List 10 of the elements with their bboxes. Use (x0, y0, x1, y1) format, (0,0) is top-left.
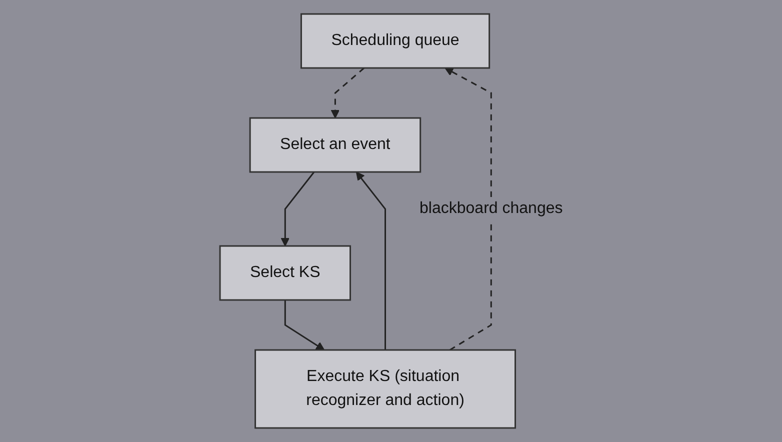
arrow (444, 68, 492, 351)
arrow (280, 172, 314, 246)
edge-label: blackboard changes (419, 200, 562, 217)
node-box: Select an event (248, 117, 421, 173)
arrow (356, 172, 386, 350)
node-box: Scheduling queue (300, 13, 490, 69)
arrow (284, 300, 324, 350)
arrow (330, 67, 364, 118)
node-box: Select KS (218, 245, 351, 301)
node-box: Execute KS (situation recognizer and action) (254, 349, 516, 429)
